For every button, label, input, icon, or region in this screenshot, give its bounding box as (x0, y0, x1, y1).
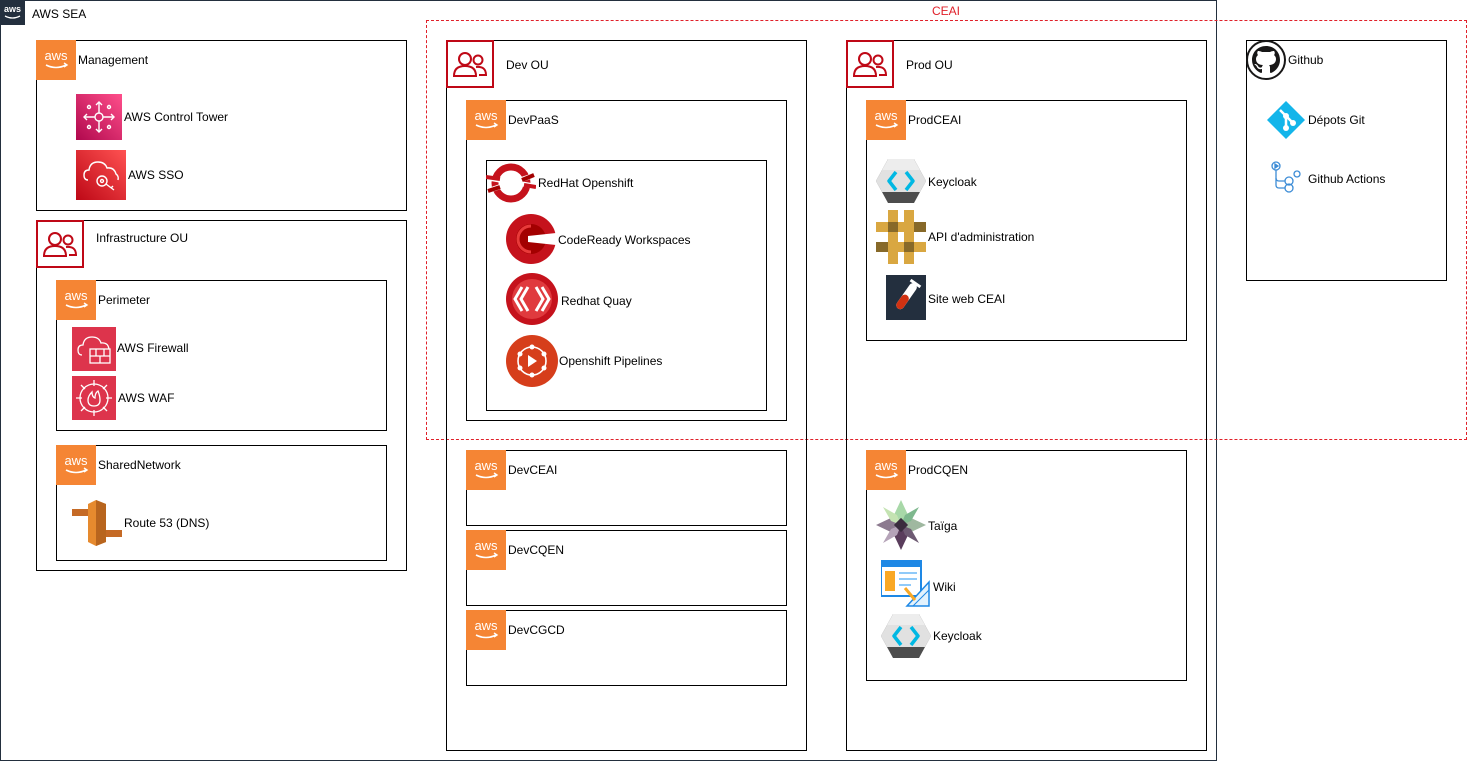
shared-network-account (56, 445, 387, 561)
service-label: Redhat Quay (561, 294, 632, 308)
control-tower-icon (76, 94, 122, 140)
prodcqen-account (866, 450, 1187, 681)
service-label: Route 53 (DNS) (124, 516, 210, 530)
svg-text:aws: aws (474, 618, 498, 633)
github-title: Github (1288, 53, 1324, 67)
service-label: AWS SSO (128, 168, 184, 182)
aws-account-icon: aws (866, 100, 906, 140)
aws-account-icon: aws (36, 40, 76, 80)
github-actions-icon (1271, 161, 1301, 193)
organizational-unit-icon (36, 220, 84, 268)
prod-ou (846, 40, 1207, 751)
organizational-unit-icon (846, 40, 894, 88)
aws-account-icon: aws (466, 530, 506, 570)
infrastructure-title: Infrastructure OU (96, 231, 189, 245)
infrastructure-ou (36, 220, 407, 571)
svg-text:aws: aws (64, 288, 88, 303)
api-icon (876, 210, 926, 264)
taiga-icon (876, 500, 926, 550)
service-label: AWS Control Tower (124, 110, 229, 124)
svg-text:aws: aws (874, 458, 898, 473)
aws-cloud-icon: aws (0, 0, 25, 25)
aws-account-icon: aws (466, 610, 506, 650)
service-label: Keycloak (933, 629, 982, 643)
route53-icon (72, 500, 122, 546)
organizational-unit-icon (446, 40, 494, 88)
prod-ou-title: Prod OU (906, 58, 953, 72)
service-label: Wiki (933, 580, 956, 594)
aws-account-icon: aws (56, 280, 96, 320)
service-label: AWS WAF (118, 391, 175, 405)
shared-network-title: SharedNetwork (98, 458, 181, 472)
service-label: Openshift Pipelines (559, 354, 663, 368)
keycloak-icon (881, 614, 931, 658)
aws-account-icon: aws (466, 450, 506, 490)
account-title: DevCEAI (508, 463, 558, 477)
devcqen-account (466, 530, 787, 606)
firewall-icon (72, 327, 116, 371)
service-label: API d'administration (928, 230, 1035, 244)
quay-icon (506, 273, 558, 325)
svg-text:aws: aws (64, 453, 88, 468)
github-icon (1246, 40, 1286, 80)
openshift-icon (486, 160, 536, 206)
openshift-cluster (486, 160, 767, 411)
github-container (1246, 40, 1447, 281)
aws-account-icon: aws (866, 450, 906, 490)
waf-icon (72, 376, 116, 420)
devpaas-title: DevPaaS (508, 113, 559, 127)
perimeter-account (56, 280, 387, 431)
dev-ou (446, 40, 807, 751)
git-icon (1266, 100, 1306, 140)
svg-text:aws: aws (474, 108, 498, 123)
codeready-icon (506, 214, 556, 264)
service-label: Keycloak (928, 175, 977, 189)
website-icon (886, 275, 926, 320)
service-label: Taïga (928, 519, 958, 533)
prodcqen-title: ProdCQEN (908, 463, 969, 477)
openshift-title: RedHat Openshift (538, 176, 634, 190)
perimeter-title: Perimeter (98, 293, 151, 307)
service-label: Github Actions (1308, 172, 1386, 186)
dev-ou-title: Dev OU (506, 58, 549, 72)
root-title: AWS SEA (32, 7, 87, 21)
service-label: Site web CEAI (928, 292, 1006, 306)
account-title: DevCGCD (508, 623, 565, 637)
devceai-account (466, 450, 787, 526)
account-title: DevCQEN (508, 543, 565, 557)
service-label: Dépots Git (1308, 113, 1365, 127)
prodceai-account (866, 100, 1187, 341)
svg-text:aws: aws (874, 108, 898, 123)
service-label: CodeReady Workspaces (558, 233, 691, 247)
prodceai-title: ProdCEAI (908, 113, 962, 127)
keycloak-icon (876, 159, 926, 203)
pipelines-icon (506, 335, 558, 387)
sso-icon (76, 150, 126, 200)
svg-text:aws: aws (474, 538, 498, 553)
aws-account-icon: aws (466, 100, 506, 140)
wiki-icon (881, 560, 931, 608)
ceai-group-label: CEAI (932, 4, 961, 18)
svg-text:aws: aws (4, 4, 21, 14)
management-title: Management (78, 53, 149, 67)
management-account (36, 40, 407, 211)
svg-text:aws: aws (44, 48, 68, 63)
svg-text:aws: aws (474, 458, 498, 473)
aws-account-icon: aws (56, 445, 96, 485)
service-label: AWS Firewall (117, 341, 189, 355)
devpaas-account (466, 100, 787, 421)
devcgcd-account (466, 610, 787, 686)
